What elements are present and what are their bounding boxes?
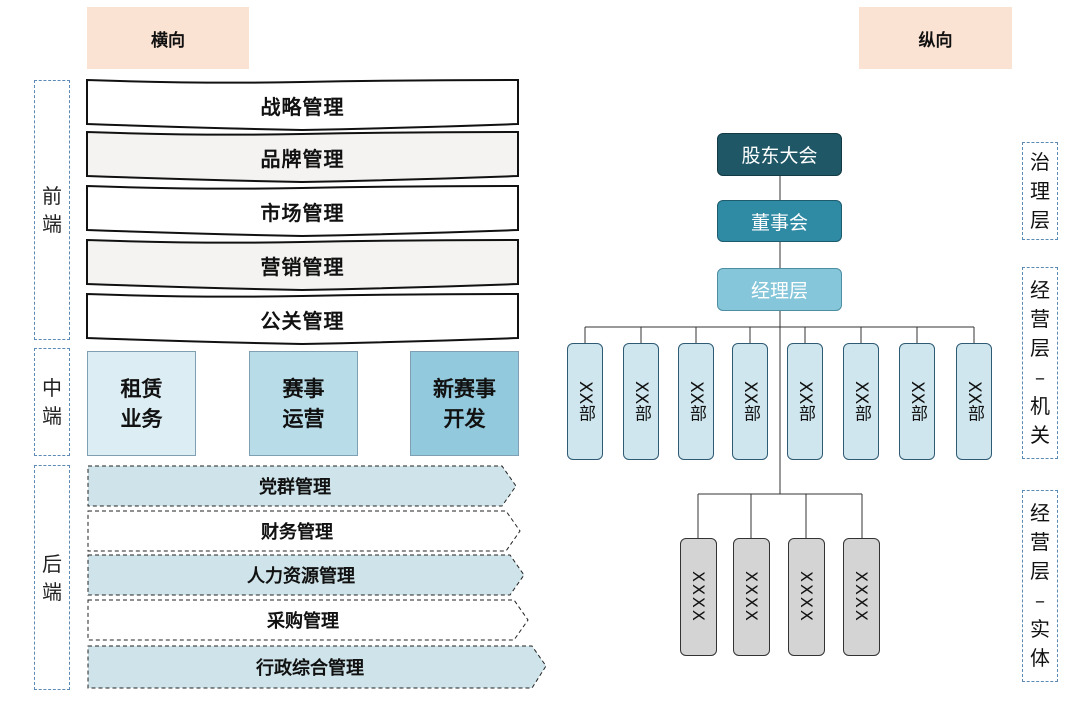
back-item-procurement: 采购管理 xyxy=(267,611,339,632)
back-item-finance: 财务管理 xyxy=(261,522,333,543)
dept-label: XX部 xyxy=(575,381,595,422)
dept-box: XX部 xyxy=(899,343,935,460)
back-arrow-shape xyxy=(87,599,529,641)
dept-box: XX部 xyxy=(678,343,714,460)
side-label-middle-char: 中 xyxy=(42,376,62,400)
right-label-char: 经 xyxy=(1030,278,1050,302)
dept-label: XX部 xyxy=(686,381,706,422)
right-label-governance: 治 理 层 xyxy=(1022,142,1058,240)
right-label-char: 层 xyxy=(1030,559,1050,583)
right-label-char: 体 xyxy=(1030,646,1050,670)
middle-item-line: 开发 xyxy=(443,405,486,431)
back-item-party: 党群管理 xyxy=(259,477,331,498)
side-label-back: 后 端 xyxy=(34,465,70,690)
middle-item-leasing: 租赁 业务 xyxy=(87,351,196,456)
right-label-char: 实 xyxy=(1030,617,1050,641)
front-item-brand: 品牌管理 xyxy=(260,146,345,171)
back-arrow-shape xyxy=(87,510,521,552)
header-horizontal: 横向 xyxy=(87,7,249,69)
front-item-strategy: 战略管理 xyxy=(260,94,345,119)
right-label-char: 关 xyxy=(1030,423,1050,447)
right-label-operations-hq: 经 营 层 – 机 关 xyxy=(1022,267,1058,459)
right-label-char: 层 xyxy=(1030,336,1050,360)
dept-label: XX部 xyxy=(851,381,871,422)
side-label-middle: 中 端 xyxy=(34,348,70,456)
right-label-char: – xyxy=(1035,588,1045,612)
front-item-market: 市场管理 xyxy=(260,200,345,225)
side-label-front: 前 端 xyxy=(34,80,70,340)
middle-item-new-event-dev: 新赛事 开发 xyxy=(410,351,519,456)
dept-box: XX部 xyxy=(567,343,603,460)
dept-label: XX部 xyxy=(631,381,651,422)
header-vertical: 纵向 xyxy=(859,7,1012,69)
right-label-char: 机 xyxy=(1030,394,1050,418)
entity-label: XXXX xyxy=(797,571,816,623)
org-shareholders: 股东大会 xyxy=(717,133,842,176)
front-banner-shape xyxy=(86,78,519,132)
back-arrow-shape xyxy=(87,465,517,507)
dept-box: XX部 xyxy=(732,343,768,460)
back-arrow-shape xyxy=(87,554,525,596)
entity-box: XXXX xyxy=(733,538,770,656)
side-label-front-char: 端 xyxy=(42,212,62,236)
entity-label: XXXX xyxy=(852,571,871,623)
right-label-char: 经 xyxy=(1030,501,1050,525)
front-banner-shape xyxy=(86,292,519,346)
right-label-char: 理 xyxy=(1030,178,1050,203)
middle-item-line: 新赛事 xyxy=(433,375,496,401)
side-label-back-char: 端 xyxy=(42,579,62,604)
middle-item-line: 运营 xyxy=(282,405,325,431)
front-banner-shape xyxy=(86,184,519,238)
front-banner-shape xyxy=(86,238,519,292)
front-banner-shape xyxy=(86,130,519,184)
dept-box: XX部 xyxy=(843,343,879,460)
middle-item-line: 租赁 xyxy=(120,375,163,401)
dept-label: XX部 xyxy=(740,381,760,422)
right-label-char: 营 xyxy=(1030,307,1050,331)
dept-label: XX部 xyxy=(964,381,984,422)
side-label-middle-char: 端 xyxy=(42,404,62,428)
back-item-admin: 行政综合管理 xyxy=(256,658,364,679)
dept-box: XX部 xyxy=(956,343,992,460)
back-arrow-shape xyxy=(87,645,547,689)
middle-item-line: 赛事 xyxy=(282,375,325,401)
right-label-operations-entity: 经 营 层 – 实 体 xyxy=(1022,490,1058,682)
front-item-pr: 公关管理 xyxy=(260,308,345,333)
back-item-hr: 人力资源管理 xyxy=(247,566,355,587)
front-item-sales: 营销管理 xyxy=(260,254,345,279)
middle-item-event-ops: 赛事 运营 xyxy=(249,351,358,456)
dept-box: XX部 xyxy=(787,343,823,460)
right-label-char: – xyxy=(1035,365,1045,389)
entity-box: XXXX xyxy=(843,538,880,656)
side-label-front-char: 前 xyxy=(42,184,62,208)
entity-box: XXXX xyxy=(788,538,825,656)
dept-label: XX部 xyxy=(907,381,927,422)
right-label-char: 层 xyxy=(1030,207,1050,232)
org-management: 经理层 xyxy=(717,268,842,311)
entity-label: XXXX xyxy=(689,571,708,623)
org-board: 董事会 xyxy=(717,200,842,242)
middle-item-line: 业务 xyxy=(120,405,163,431)
dept-label: XX部 xyxy=(795,381,815,422)
entity-box: XXXX xyxy=(680,538,717,656)
side-label-back-char: 后 xyxy=(42,551,62,576)
right-label-char: 治 xyxy=(1030,149,1050,174)
right-label-char: 营 xyxy=(1030,530,1050,554)
dept-box: XX部 xyxy=(623,343,659,460)
entity-label: XXXX xyxy=(742,571,761,623)
